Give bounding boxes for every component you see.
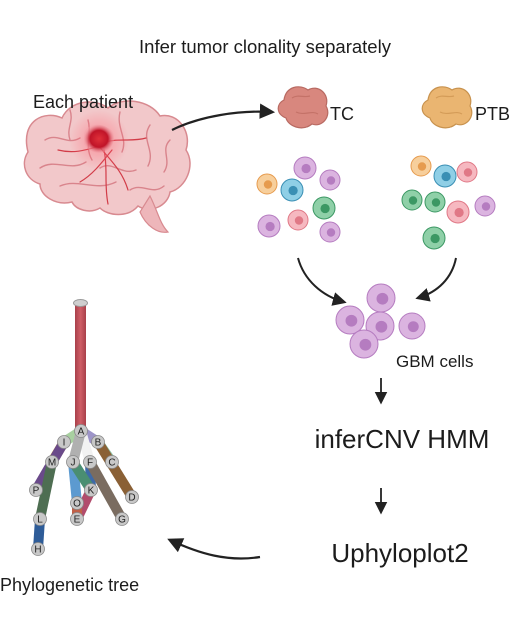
tree-node-j: J — [66, 455, 80, 469]
diagram-title: Infer tumor clonality separately — [139, 36, 391, 57]
ptb-cell — [446, 200, 470, 224]
svg-text:M: M — [48, 458, 56, 469]
tree-node-d: D — [125, 490, 139, 504]
svg-text:F: F — [87, 458, 93, 469]
svg-text:H: H — [34, 545, 41, 556]
svg-text:K: K — [88, 486, 95, 497]
arrow-brain-to-samples — [171, 103, 276, 131]
gbm-cell — [366, 283, 396, 313]
svg-text:B: B — [95, 438, 102, 449]
svg-text:E: E — [74, 515, 81, 526]
tree-node-m: M — [45, 455, 59, 469]
tree-node-c: C — [105, 455, 119, 469]
tc-cell — [293, 156, 317, 180]
tree-branch — [85, 459, 127, 522]
patient-label: Each patient — [33, 92, 134, 112]
svg-text:A: A — [78, 427, 85, 438]
svg-text:P: P — [33, 486, 40, 497]
svg-text:D: D — [128, 493, 135, 504]
ptb-cell — [424, 191, 446, 213]
tree-node-g: G — [115, 512, 129, 526]
gbm-cells-label: GBM cells — [396, 352, 474, 371]
tree-node-k: K — [84, 483, 98, 497]
infercnv-step-label: inferCNV HMM — [314, 424, 490, 454]
tc-label: TC — [330, 104, 354, 124]
tree-branch — [35, 460, 57, 521]
tree-node-f: F — [83, 455, 97, 469]
tree-node-h: H — [31, 542, 45, 556]
arrow-uphyloplot-to-tree — [167, 538, 261, 560]
svg-text:C: C — [108, 458, 115, 469]
tree-node-a: A — [74, 424, 88, 438]
tree-node-i: I — [57, 435, 71, 449]
svg-text:L: L — [37, 515, 43, 526]
svg-text:J: J — [71, 458, 76, 469]
gbm-cell-cluster — [335, 283, 426, 359]
tc-cell — [280, 178, 304, 202]
ptb-cell — [410, 155, 432, 177]
svg-text:O: O — [73, 499, 81, 510]
ptb-cell — [401, 189, 423, 211]
tc-cell — [319, 221, 341, 243]
tree-node-b: B — [91, 435, 105, 449]
tc-cell — [287, 209, 309, 231]
gbm-cell — [335, 305, 365, 335]
ptb-cell-cluster — [401, 155, 496, 250]
phylogenetic-tree: AB I C FJ M K P D OE L G H — [29, 299, 139, 556]
gbm-cell — [349, 329, 379, 359]
tc-cell — [257, 214, 281, 238]
tree-branch — [93, 439, 137, 500]
svg-text:G: G — [118, 515, 126, 526]
ptb-cell — [422, 226, 446, 250]
tree-node-o: O — [70, 496, 84, 510]
ptb-cell — [433, 164, 457, 188]
arrow-ptb-to-gbm — [415, 257, 457, 302]
uphyloplot-step-label: Uphyloplot2 — [331, 538, 469, 568]
tc-cell-cluster — [256, 156, 341, 243]
ptb-cell — [474, 195, 496, 217]
brain-illustration — [23, 100, 191, 233]
tc-cell — [312, 196, 336, 220]
svg-text:I: I — [63, 438, 66, 449]
phylogenetic-tree-label: Phylogenetic tree — [0, 575, 140, 595]
tc-cell — [319, 169, 341, 191]
tc-tumor-mass — [277, 86, 329, 129]
gbm-cell — [398, 312, 426, 340]
ptb-label: PTB — [475, 104, 511, 124]
ptb-cell — [456, 161, 478, 183]
arrow-tc-to-gbm — [297, 257, 347, 306]
ptb-tumor-mass — [421, 86, 473, 129]
tree-node-l: L — [33, 512, 47, 526]
tree-node-p: P — [29, 483, 43, 497]
tc-cell — [256, 173, 278, 195]
tree-node-e: E — [70, 512, 84, 526]
